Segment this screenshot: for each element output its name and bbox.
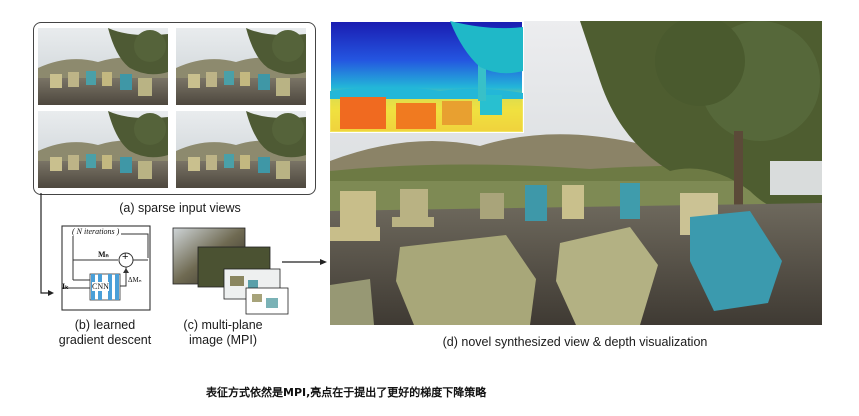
arrow-head-c-to-d [320,259,327,265]
mpi-layer-stack [172,227,289,315]
chair-yellow-left [330,191,380,241]
sum-symbol: + [122,251,129,263]
caption-c-line2: image (MPI) [188,333,258,347]
chair-teal-right [690,211,782,311]
iterations-label: ( N iterations ) [70,227,122,236]
connector-a-to-b [40,193,52,294]
caption-novel-view-depth: (d) novel synthesized view & depth visua… [442,335,708,349]
cnn-label: CNN [92,282,109,291]
caption-learned-gradient-descent: (b) learned gradient descent [40,318,170,348]
arrow-head-a-to-b [48,290,54,296]
mn-label: Mₙ [98,250,109,259]
novel-synthesized-view [330,21,822,325]
footer-note: 表征方式依然是MPI,亮点在于提出了更好的梯度下降策略 [206,386,487,399]
caption-b-line2: gradient descent [58,333,152,347]
ik-label: Iₖ [62,282,69,291]
caption-c-line1: (c) multi-plane [183,318,263,332]
caption-multi-plane-image: (c) multi-plane image (MPI) [168,318,278,348]
caption-sparse-input-views: (a) sparse input views [119,201,241,215]
delta-mn-label: ΔMₙ [128,276,142,284]
caption-b-line1: (b) learned [74,318,136,332]
